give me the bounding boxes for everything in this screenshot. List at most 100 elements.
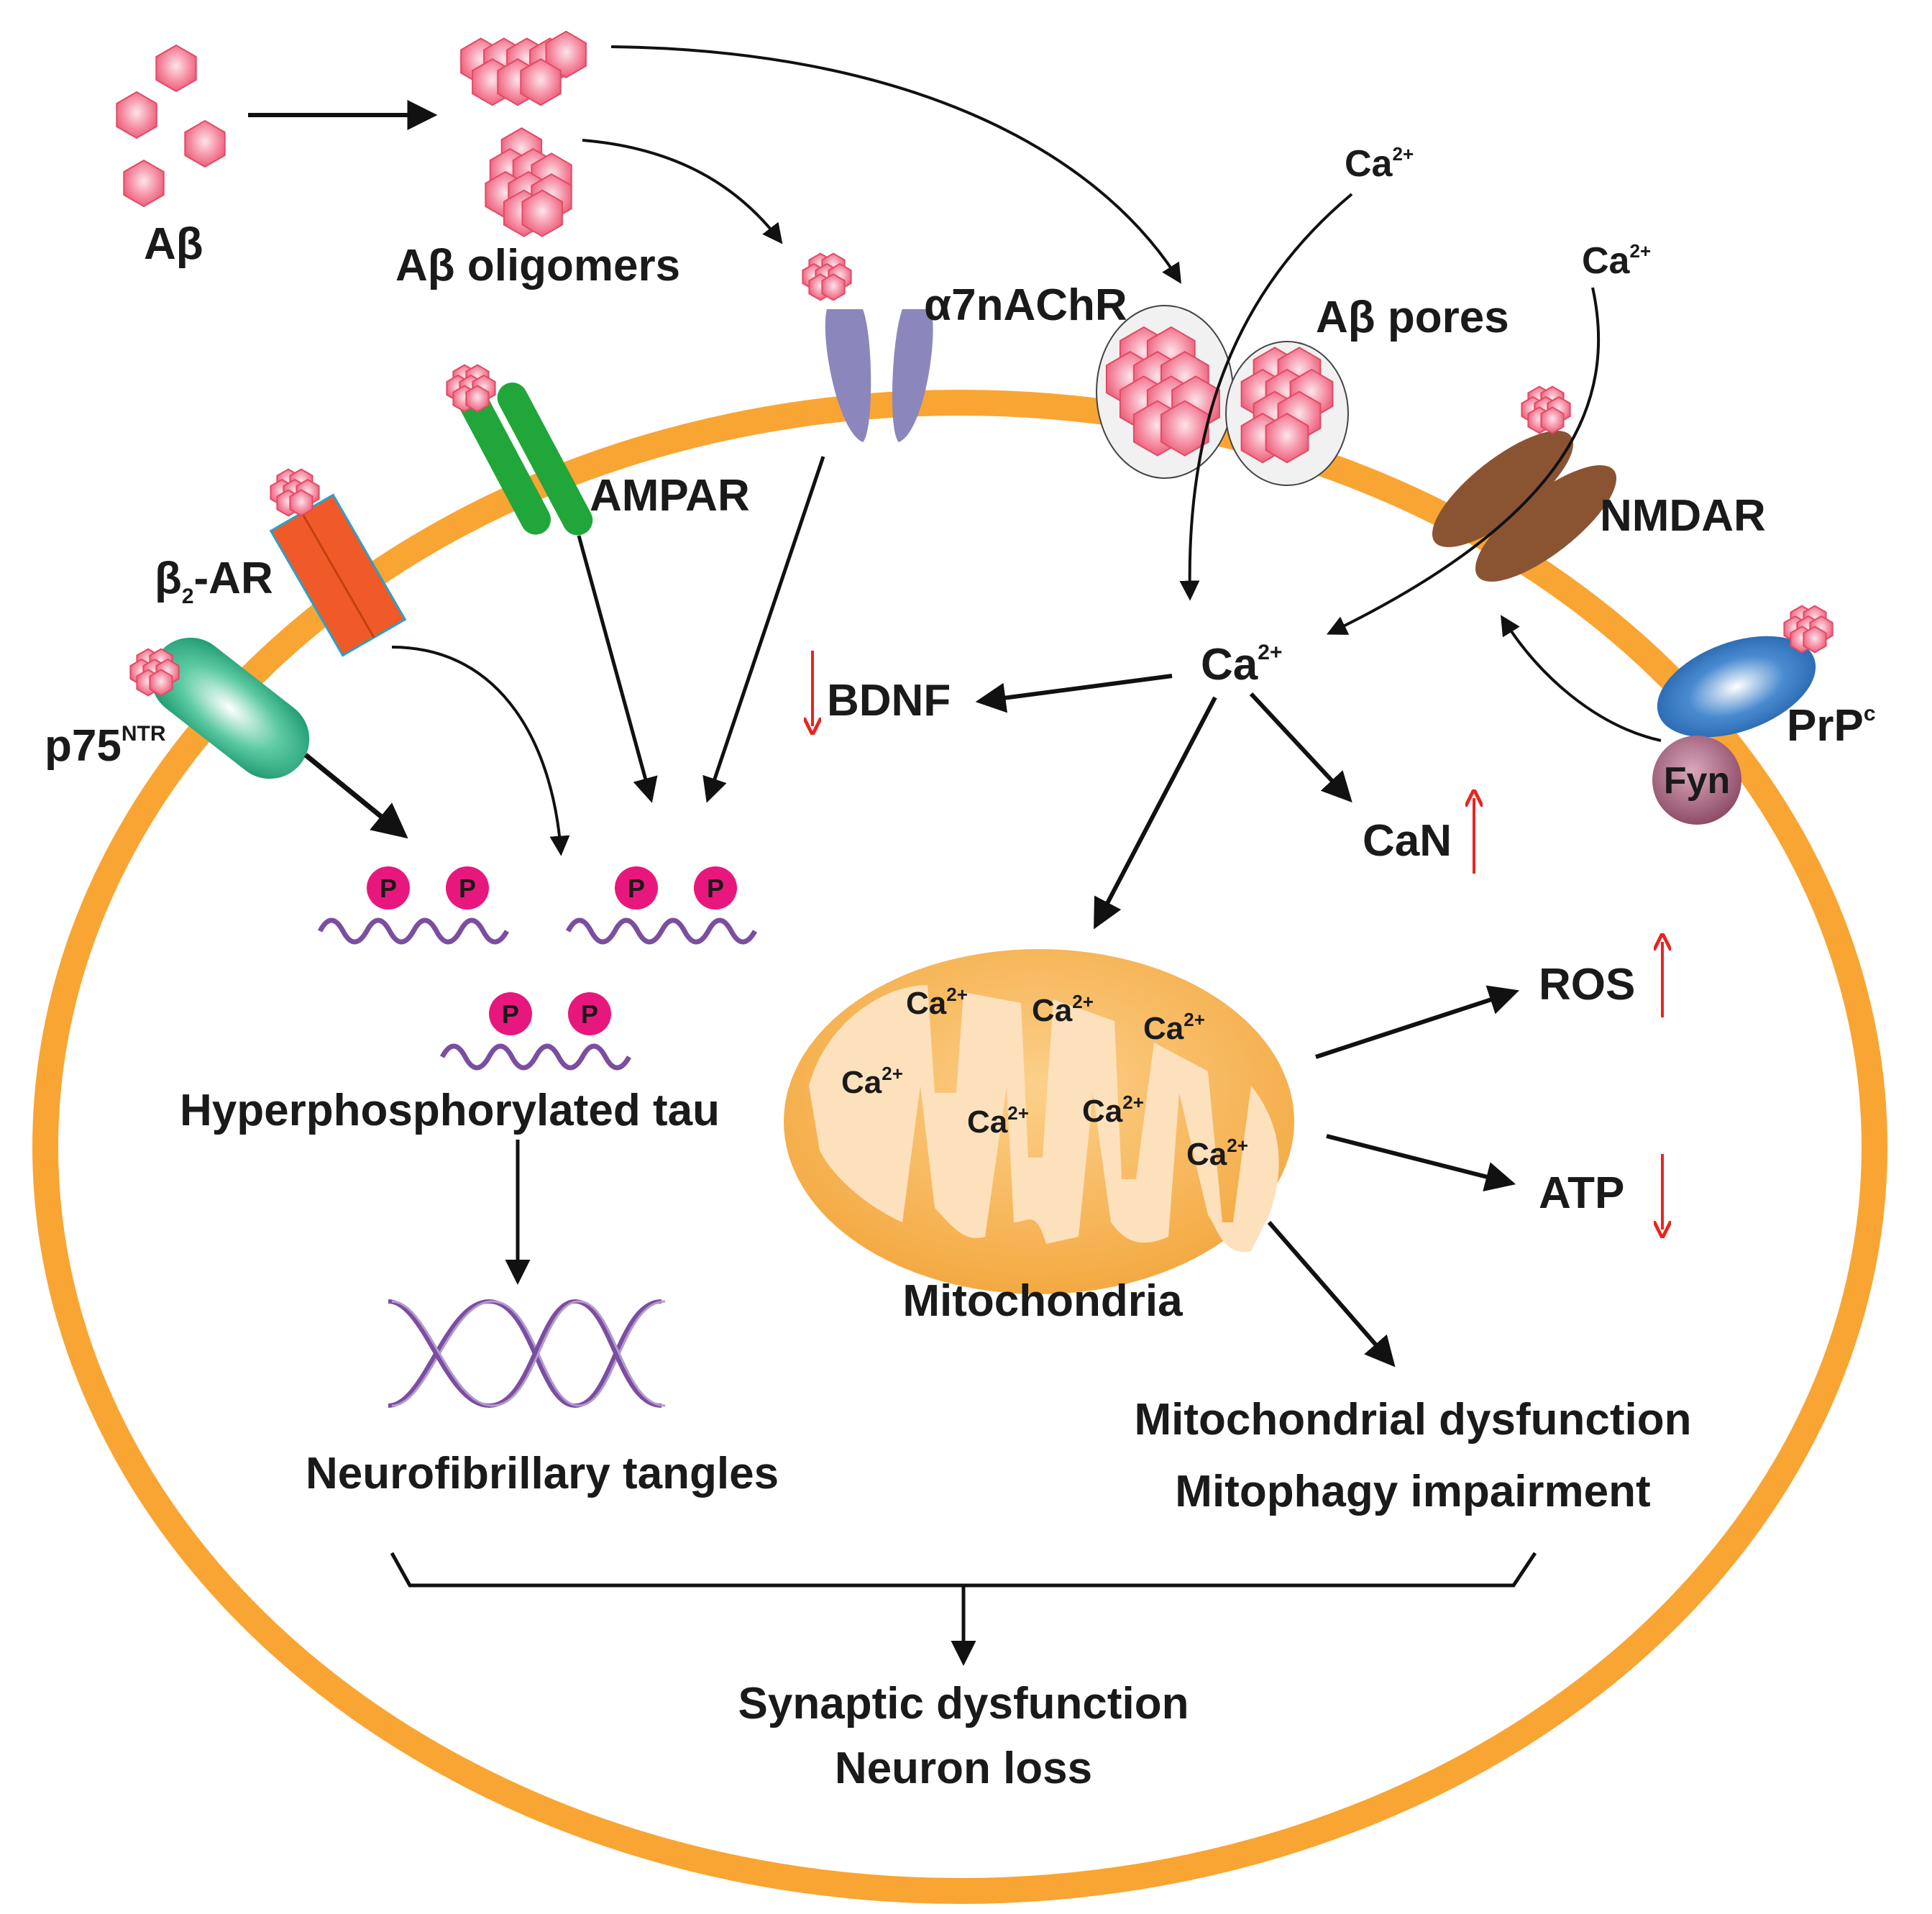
atp-label: ATP [1539, 1168, 1624, 1218]
mitochondrial-ca-label: Ca2+ [906, 984, 968, 1021]
mitochondrial-ca-label: Ca2+ [841, 1063, 903, 1100]
arrow-ca-to-bdnf [975, 674, 1173, 713]
abeta-peptide-hexagon [521, 189, 563, 237]
abeta-peptide-hexagon [123, 159, 165, 208]
phosphate-group [367, 866, 410, 910]
arrow-b2ar-to-tau [391, 646, 570, 856]
arrow-ca-through-nmdar [1326, 287, 1601, 635]
prpc-receptor [1657, 636, 1816, 738]
abeta-peptide-hexagon [289, 489, 313, 517]
phosphate-group [446, 866, 489, 910]
hyperphosphorylated-tau-label: Hyperphosphorylated tau [180, 1086, 720, 1135]
fyn-label: Fyn [1664, 760, 1730, 802]
phosphate-group [489, 992, 532, 1035]
a7nachr-label: α7nAChR [924, 280, 1127, 330]
ampar-label: AMPAR [590, 471, 750, 521]
mito-dysfunction-label: Mitochondrial dysfunction [1135, 1395, 1692, 1444]
mitophagy-label: Mitophagy impairment [1175, 1467, 1650, 1516]
tau-strand [317, 917, 510, 945]
abeta-peptide-hexagon [465, 385, 490, 413]
abeta-pore-cluster [1105, 326, 1220, 457]
mitochondrion [784, 949, 1294, 1294]
phosphate-group [694, 866, 737, 910]
arrow-mito-to-atp [1326, 1134, 1516, 1192]
abeta-pore-cluster [1240, 347, 1334, 464]
b2ar-label: β2-AR [155, 554, 273, 608]
abeta-peptide-hexagon [1803, 626, 1827, 654]
mitochondrial-ca-label: Ca2+ [1082, 1091, 1144, 1129]
p75ntr-receptor [150, 637, 310, 779]
mitochondrial-ca-label: Ca2+ [1032, 991, 1094, 1028]
bdnf-label: BDNF [827, 676, 951, 725]
phosphate-group [568, 992, 611, 1035]
phosphate-label: P [628, 874, 645, 903]
abeta-peptide-hexagon [821, 273, 846, 301]
phosphate-label: P [581, 999, 598, 1029]
abeta-oligomer-cluster [1783, 605, 1833, 654]
arrow-oligomer-to-pores [610, 45, 1181, 284]
p75ntr-label: p75NTR [45, 721, 166, 771]
abeta-monomers [116, 44, 226, 208]
neuron-loss-label: Neuron loss [835, 1744, 1092, 1793]
arrow-ca-to-mitochondria [1094, 696, 1217, 930]
abeta-oligomer-cluster [460, 30, 587, 106]
neurofibrillary-tangle-helix [388, 1299, 666, 1409]
nmdar-label: NMDAR [1600, 491, 1766, 541]
arrow-mito-to-dysfunction [1267, 1221, 1396, 1368]
arrow-mito-to-ros [1315, 985, 1519, 1059]
cell-membrane [32, 390, 1887, 1904]
arrow-p75ntr-to-tau [303, 753, 408, 839]
phosphate-label: P [502, 999, 519, 1029]
abeta-peptide-hexagon [545, 30, 587, 78]
tau-strand [565, 917, 758, 945]
a7nachr-receptor [825, 309, 933, 442]
arrow-ca-through-pores [1179, 193, 1353, 601]
abeta-peptide-hexagon [184, 119, 226, 168]
converging-bracket [390, 1552, 1537, 1588]
arrow-prpc-to-nmdar [1501, 615, 1662, 742]
abeta-oligomer-cluster [129, 648, 180, 697]
ampar-receptor [455, 382, 593, 536]
phosphate-label: P [707, 874, 724, 903]
phosphate-label: P [459, 874, 476, 903]
arrow-a7nachr-to-tau [702, 456, 825, 803]
abeta-peptide-hexagon [149, 669, 173, 697]
phosphate-group [615, 866, 658, 910]
phosphate-label: P [380, 874, 397, 903]
abeta-peptide-hexagon [155, 44, 197, 93]
abeta-peptide-hexagon [1540, 406, 1565, 434]
tau-strand [439, 1043, 632, 1071]
mitochondrial-ca-label: Ca2+ [1143, 1009, 1205, 1046]
arrow-ca-to-can [1249, 692, 1352, 803]
mitochondrial-ca-label: Ca2+ [967, 1102, 1029, 1140]
abeta-oligomer-cluster [1521, 385, 1571, 434]
abeta-peptide-hexagon [1265, 413, 1309, 464]
abeta-peptide-hexagon [116, 91, 157, 139]
extracellular-ca-label-2: Ca2+ [1582, 240, 1651, 282]
arrow-ampar-to-tau [577, 535, 658, 803]
abeta-pores-label: Aβ pores [1316, 293, 1509, 342]
mitochondria-label: Mitochondria [902, 1276, 1183, 1326]
abeta-oligomer-cluster [485, 127, 572, 237]
prpc-label: PrPc [1787, 701, 1876, 751]
can-label: CaN [1363, 816, 1452, 866]
cytosolic-ca-label: Ca2+ [1201, 640, 1282, 690]
synaptic-dysfunction-label: Synaptic dysfunction [738, 1679, 1189, 1728]
abeta-peptide-hexagon [520, 58, 562, 106]
abeta-oligomer-cluster [446, 364, 496, 413]
extracellular-ca-label-1: Ca2+ [1345, 143, 1414, 185]
abeta-oligomer-cluster [270, 468, 320, 517]
ros-label: ROS [1539, 960, 1635, 1009]
arrow-oligomer-to-a7nachr [582, 139, 783, 244]
mitochondrial-ca-label: Ca2+ [1186, 1135, 1248, 1172]
nmdar-receptor [1432, 431, 1617, 582]
abeta-label: Aβ [144, 219, 203, 269]
abeta-oligomers-label: Aβ oligomers [395, 241, 680, 290]
mitochondrial-ca-labels: Ca2+ Ca2+ Ca2+ Ca2+ Ca2+ Ca2+ Ca2+ [841, 984, 1248, 1172]
fyn-kinase [1652, 736, 1741, 825]
